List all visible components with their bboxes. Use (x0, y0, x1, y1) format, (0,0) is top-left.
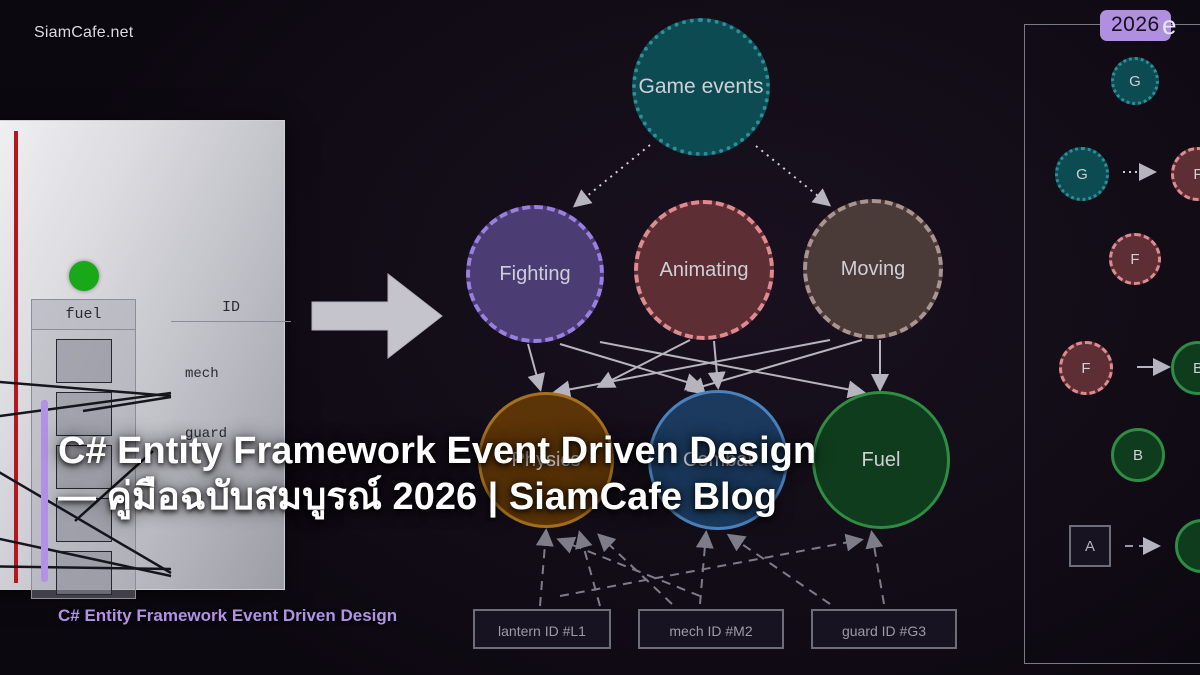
legend-box-a: A (1069, 525, 1111, 567)
node-animating[interactable]: Animating (634, 200, 774, 340)
page-subtitle: C# Entity Framework Event Driven Design (58, 606, 398, 625)
entity-box-lantern[interactable]: lantern ID #L1 (473, 609, 611, 649)
fuel-cell (55, 498, 112, 542)
legend-edges (1123, 163, 1171, 555)
legend-node-f: F (1059, 341, 1113, 395)
legend-node-f-mid: F (1109, 233, 1161, 285)
node-fuel[interactable]: Fuel (812, 391, 950, 529)
id-row-mech: mech (185, 366, 219, 382)
legend-node-g: G (1055, 147, 1109, 201)
fuel-cell (55, 551, 112, 595)
fuel-cell (55, 339, 112, 383)
node-physics[interactable]: Physics (478, 392, 614, 528)
flow-arrow-icon (310, 268, 446, 369)
page-title: C# Entity Framework Event Driven Design … (58, 430, 817, 519)
node-moving[interactable]: Moving (803, 199, 943, 339)
red-guide-line (14, 131, 18, 583)
id-column: ID mech guard (171, 299, 291, 442)
legend-panel: G G F F F B B A iCafe fx (1024, 24, 1200, 664)
fuel-cell (55, 392, 112, 436)
fuel-column: fuel (31, 299, 136, 599)
green-status-dot (69, 261, 99, 291)
node-game-events[interactable]: Game events (632, 18, 770, 156)
site-brand: SiamCafe.net (34, 24, 134, 41)
entity-box-guard[interactable]: guard ID #G3 (811, 609, 957, 649)
entity-box-mech[interactable]: mech ID #M2 (638, 609, 784, 649)
fuel-cell (55, 445, 112, 489)
legend-node-g-top: G (1111, 57, 1159, 105)
title-accent-bar (41, 400, 48, 582)
id-row-guard: guard (185, 426, 228, 442)
year-badge: 2026 (1100, 10, 1171, 41)
node-fighting[interactable]: Fighting (466, 205, 604, 343)
badge-trailing-text: e (1162, 10, 1177, 40)
panel-connector-lines (0, 380, 172, 578)
legend-node-b: B (1111, 428, 1165, 482)
fuel-column-header: fuel (32, 300, 135, 330)
id-column-header: ID (171, 299, 291, 322)
node-combat[interactable]: Combat (648, 390, 788, 530)
